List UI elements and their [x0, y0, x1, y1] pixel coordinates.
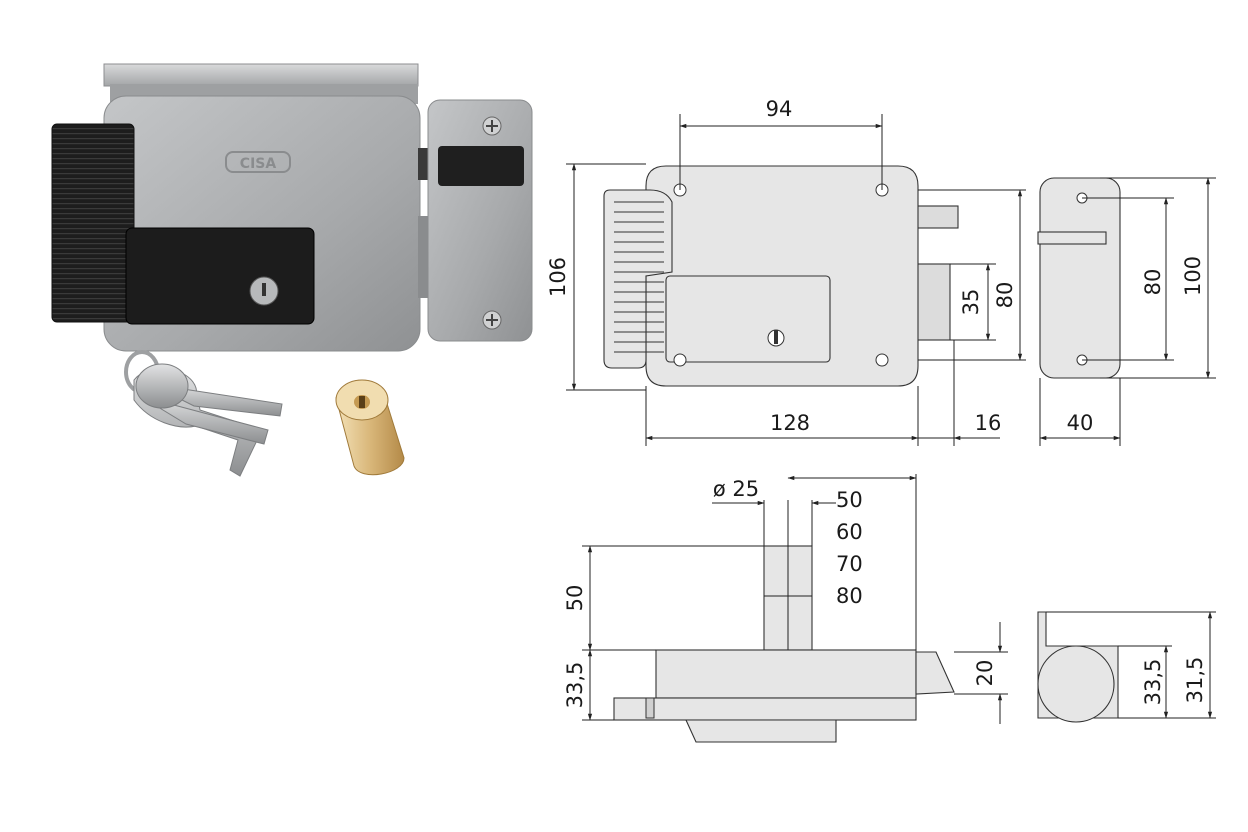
- lock-photo: CISA: [51, 63, 533, 352]
- strike-plate-view: 80 100 40: [1037, 177, 1216, 446]
- dim-height: 106: [546, 257, 570, 297]
- dim-diameter: ø 25: [713, 477, 759, 501]
- dim-plate-height: 100: [1181, 256, 1205, 296]
- brand-logo: CISA: [225, 151, 291, 173]
- dim-body-height: 80: [993, 282, 1017, 309]
- dim-end-plate-depth: 31,5: [1183, 657, 1207, 704]
- dim-bolt-height: 20: [973, 660, 997, 687]
- dim-case-depth: 33,5: [563, 662, 587, 709]
- svg-text:CISA: CISA: [240, 156, 277, 172]
- backset-option-3: 70: [836, 552, 863, 576]
- backset-option-4: 80: [836, 584, 863, 608]
- dim-bolt-projection: 16: [975, 411, 1002, 435]
- backset-option-1: 50: [836, 488, 863, 512]
- dim-width: 128: [770, 411, 810, 435]
- dim-plate-width: 40: [1067, 411, 1094, 435]
- keys-photo: [124, 350, 283, 477]
- backset-option-2: 60: [836, 520, 863, 544]
- dim-bolt-offset: 35: [959, 289, 983, 316]
- dim-end-case-depth: 33,5: [1141, 659, 1165, 706]
- cylinder-photo: [335, 379, 405, 476]
- front-view: 94 106 80 35 128 16: [546, 97, 1026, 446]
- dim-hole-spacing: 94: [766, 97, 793, 121]
- dim-cylinder-height: 50: [563, 585, 587, 612]
- end-view: 33,5 31,5: [1037, 611, 1216, 723]
- dim-plate-hole-spacing: 80: [1141, 269, 1165, 296]
- bottom-view: ø 25 50 60 70 80 50 33,5 20: [563, 474, 1008, 743]
